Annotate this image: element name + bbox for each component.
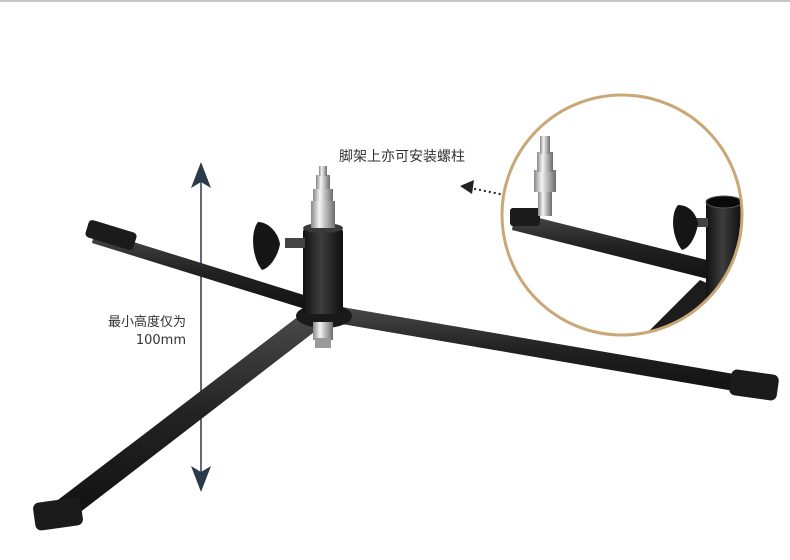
- tripod-mount-note: 脚架上亦可安装螺柱: [339, 149, 465, 165]
- stand-leg-back: [85, 220, 320, 313]
- min-height-text: 最小高度仅为: [107, 315, 186, 330]
- stand-leg-front: [33, 312, 322, 531]
- height-arrow: [191, 162, 211, 492]
- stand-leg-right: [330, 305, 779, 401]
- stand-post: [253, 166, 343, 314]
- top-divider: [0, 0, 790, 2]
- min-height-label: 最小高度仅为 100mm: [86, 314, 186, 350]
- min-height-value: 100mm: [135, 333, 186, 348]
- detail-inset: [500, 93, 744, 337]
